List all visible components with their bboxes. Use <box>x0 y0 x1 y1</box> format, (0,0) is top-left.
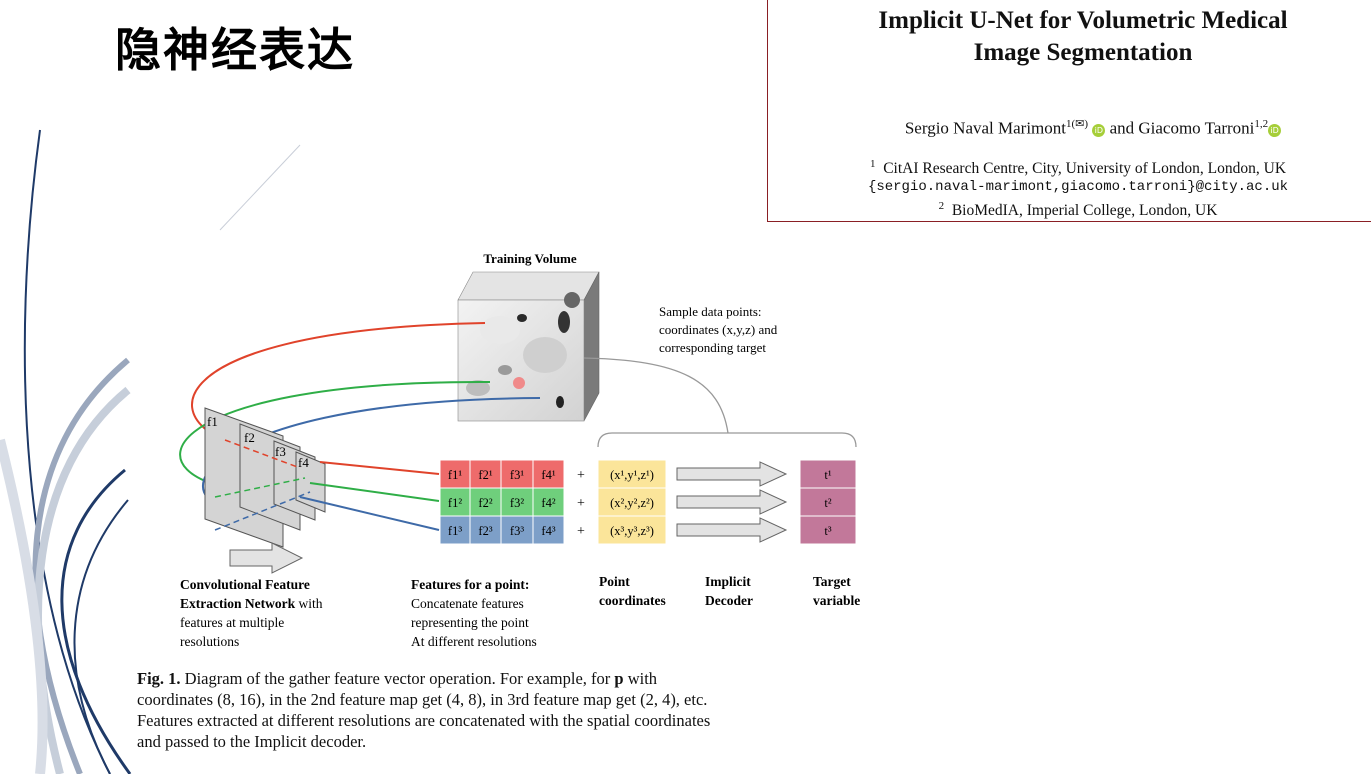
target-label-line2: variable <box>813 593 860 608</box>
caption-text-b: with coordinates (8, 16), in the 2nd fea… <box>137 669 715 751</box>
network-arrow <box>229 542 304 574</box>
plus-sign: + <box>577 468 585 483</box>
author1: Sergio Naval Marimont <box>904 118 1067 138</box>
point-label-line1: Point <box>599 574 630 589</box>
feature-cell <box>439 515 471 545</box>
sample-note-line2: coordinates (x,y,z) and <box>659 322 778 337</box>
coord-label: (x¹,y¹,z¹) <box>610 468 654 482</box>
green-row-line <box>309 482 440 502</box>
paper-title-line1: Implicit U-Net for Volumetric Medical <box>878 7 1288 34</box>
conv-label-line2: Extraction Network with <box>180 596 323 611</box>
feat-label-line3: representing the point <box>411 615 529 630</box>
training-volume-label: Training Volume <box>483 251 577 266</box>
plus-sign: + <box>577 496 585 511</box>
feature-cell <box>500 459 534 489</box>
feature-rows: f1¹ f2¹ f3¹ f4¹ + (x¹,y¹,z¹) t¹ f1² f2² f3² f4² + (x… <box>439 459 857 545</box>
slide-title: 隐神经表达 <box>115 23 355 77</box>
feature-map-label-f1: f1 <box>207 414 218 429</box>
feature-map-stack: f1 f2 f3 f4 <box>204 407 326 548</box>
sample-brace <box>597 432 857 448</box>
feature-cell-label: f1¹ <box>448 468 462 482</box>
feature-cell <box>500 487 534 517</box>
point-label-line2: coordinates <box>599 593 666 608</box>
blue-row-line <box>299 496 440 531</box>
sample-connector <box>583 357 729 434</box>
target-cell <box>799 487 857 517</box>
feature-cell <box>532 515 565 545</box>
feature-cell-label: f3³ <box>510 524 524 538</box>
target-label: t³ <box>824 524 831 538</box>
decoder-arrow <box>676 461 788 487</box>
feature-cell-label: f1³ <box>448 524 462 538</box>
bottom-labels: Convolutional Feature Extraction Network… <box>180 574 860 649</box>
author-and: and <box>1105 118 1139 138</box>
feature-cell <box>469 459 502 489</box>
orcid-icon: iD <box>1268 123 1282 137</box>
coord-cell <box>597 487 667 517</box>
author1-sup: 1(✉) <box>1066 118 1089 130</box>
feature-cell-label: f3¹ <box>510 468 524 482</box>
feat-label-title: Features for a point: <box>411 577 529 592</box>
paper-header: Implicit U-Net for Volumetric Medical Im… <box>767 0 1371 222</box>
author2-sup: 1,2 <box>1254 118 1269 130</box>
conv-label-line4: resolutions <box>180 634 239 649</box>
feature-map-label-f4: f4 <box>298 455 309 470</box>
sample-note-line3: corresponding target <box>659 340 766 355</box>
feat-label-line2: Concatenate features <box>411 596 524 611</box>
caption-p: p <box>614 669 624 688</box>
paper-title-line2: Image Segmentation <box>973 39 1193 66</box>
feature-cell-label: f2³ <box>478 524 492 538</box>
feature-cell-label: f2² <box>478 496 492 510</box>
figure-caption: Fig. 1. Diagram of the gather feature ve… <box>137 668 717 752</box>
feature-map-label-f2: f2 <box>244 430 255 445</box>
implicit-label-line2: Decoder <box>705 593 753 608</box>
target-cell <box>799 459 857 489</box>
conv-label-with: with <box>295 596 323 611</box>
aff1: CitAI Research Centre, City, University … <box>883 159 1287 177</box>
paper-title: Implicit U-Net for Volumetric Medical Im… <box>768 5 1371 69</box>
conv-label-line1: Convolutional Feature <box>180 577 310 592</box>
coord-cell <box>597 515 667 545</box>
decoder-arrow <box>676 517 788 543</box>
aff2-sup: 2 <box>938 199 945 212</box>
conv-label-bold: Extraction Network <box>180 596 296 611</box>
affiliations: 1 CitAI Research Centre, City, Universit… <box>768 155 1371 220</box>
target-label: t¹ <box>824 468 831 482</box>
aff2: BioMedIA, Imperial College, London, UK <box>951 201 1218 219</box>
feature-cell-label: f2¹ <box>478 468 492 482</box>
sample-note-line1: Sample data points: <box>659 304 762 319</box>
feature-cell-label: f1² <box>448 496 462 510</box>
coord-label: (x²,y²,z²) <box>610 496 654 510</box>
aff1-sup: 1 <box>869 157 876 170</box>
feature-cell-label: f4¹ <box>541 468 555 482</box>
conv-label-line3: features at multiple <box>180 615 284 630</box>
orcid-icon: iD <box>1092 123 1106 137</box>
feature-cell <box>439 459 471 489</box>
coord-label: (x³,y³,z³) <box>610 524 654 538</box>
caption-text-a: Diagram of the gather feature vector ope… <box>180 669 615 688</box>
decoder-arrow <box>676 489 788 515</box>
implicit-label-line1: Implicit <box>705 574 751 589</box>
feature-cell-label: f4² <box>541 496 555 510</box>
feature-map-label-f3: f3 <box>275 444 286 459</box>
paper-authors: Sergio Naval Marimont1(✉) iD and Giacomo… <box>768 117 1371 139</box>
feature-cell-label: f3² <box>510 496 524 510</box>
emails: {sergio.naval-marimont,giacomo.tarroni}@… <box>867 178 1289 195</box>
coord-cell <box>597 459 667 489</box>
caption-label: Fig. 1. <box>137 669 181 688</box>
author2: Giacomo Tarroni <box>1138 118 1255 138</box>
feature-cell-label: f4³ <box>541 524 555 538</box>
training-volume-cube <box>457 271 600 422</box>
target-label: t² <box>824 496 831 510</box>
plus-sign: + <box>577 524 585 539</box>
feature-cell <box>532 459 565 489</box>
target-label-line1: Target <box>813 574 851 589</box>
feat-label-line4: At different resolutions <box>411 634 537 649</box>
sample-note: Sample data points: coordinates (x,y,z) … <box>659 304 778 355</box>
target-cell <box>799 515 857 545</box>
red-row-line <box>319 461 440 475</box>
